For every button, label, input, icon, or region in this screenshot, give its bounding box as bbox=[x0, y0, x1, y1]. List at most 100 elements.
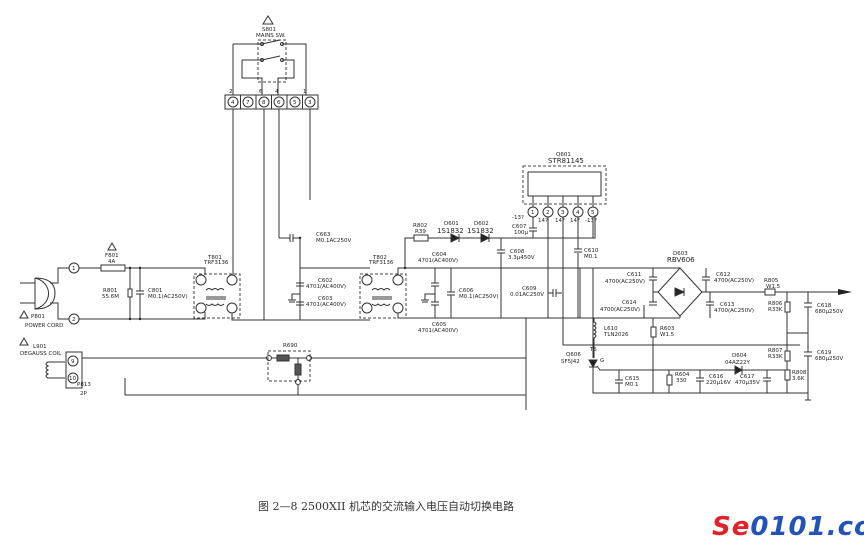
wire bbox=[288, 299, 296, 303]
power-cord-p801: 1 2 P801 POWER CORD bbox=[19, 262, 80, 329]
r807-value-label: R33K bbox=[768, 354, 783, 360]
wire bbox=[272, 357, 306, 395]
q606-pin_g-label: G bbox=[600, 358, 604, 364]
r603-value-label: W1.5 bbox=[660, 332, 675, 338]
wire bbox=[34, 277, 56, 310]
wire bbox=[260, 42, 264, 46]
c607-ref-label: C607 bbox=[512, 224, 527, 230]
c618-ref-label: C618 bbox=[817, 303, 832, 309]
c610-ref-label: C610 bbox=[584, 248, 599, 254]
capacitor-c607: C607 100μ bbox=[512, 217, 537, 238]
switch-ref-label: S801 bbox=[262, 27, 276, 33]
c613-ref-label: C613 bbox=[720, 302, 735, 308]
wire bbox=[242, 96, 254, 108]
c801-ref-label: C801 bbox=[148, 288, 162, 294]
input-plug_name-label: POWER CORD bbox=[25, 323, 63, 329]
wire bbox=[574, 248, 582, 253]
q601-pin_notes-4-label: -13? bbox=[585, 218, 597, 224]
transformer-t802: T802 TRF3136 bbox=[359, 255, 407, 319]
t801-value-label: TRF3136 bbox=[203, 260, 229, 266]
c605-ref-label: C605 bbox=[432, 322, 447, 328]
wire bbox=[231, 268, 300, 321]
wire bbox=[50, 267, 69, 320]
c618-value-label: 680μ250V bbox=[815, 309, 843, 315]
capacitor-c606: C606 M0.1(AC250V) bbox=[447, 268, 499, 318]
wire bbox=[527, 206, 539, 218]
degauss-conn_ref-label: P813 bbox=[77, 382, 91, 388]
wire bbox=[525, 289, 562, 410]
r801-value-label: 55.6M bbox=[102, 294, 119, 300]
wire bbox=[82, 357, 526, 396]
d604-ref-label: D604 bbox=[732, 353, 747, 359]
t802-ref-label: T802 bbox=[372, 255, 387, 261]
wire bbox=[579, 267, 680, 358]
capacitor-c610: C610 M0.1 bbox=[574, 248, 599, 260]
wire bbox=[294, 363, 302, 376]
c616-value-label: 220μ16V bbox=[706, 380, 731, 386]
r690-ref-label: R690 bbox=[283, 343, 298, 349]
c603-value-label: 4701(AC400V) bbox=[306, 302, 346, 308]
q601-value-label: STR81145 bbox=[548, 157, 584, 165]
switch-name-label: MAINS SW. bbox=[256, 33, 286, 39]
zener-d604: D604 04AZ22Y bbox=[725, 353, 751, 375]
r802-ref-label: R802 bbox=[413, 223, 427, 229]
c614-value-label: 4700(AC250V) bbox=[600, 307, 640, 313]
wire bbox=[371, 288, 392, 306]
wire bbox=[480, 233, 491, 243]
r801-ref-label: R801 bbox=[103, 288, 117, 294]
degauss-ref-label: L901 bbox=[33, 344, 47, 350]
wire bbox=[643, 268, 657, 318]
c604-value-label: 4701(AC400V) bbox=[418, 258, 458, 264]
r604-value-label: 330 bbox=[676, 378, 687, 384]
capacitor-c609: C609 0.01AC250V bbox=[510, 286, 562, 410]
wire bbox=[193, 273, 241, 319]
wire bbox=[232, 39, 307, 95]
wire bbox=[304, 96, 316, 108]
wire bbox=[226, 274, 238, 286]
wire bbox=[195, 302, 207, 314]
input-terminals-1-label: 2 bbox=[72, 317, 76, 323]
wire bbox=[266, 355, 272, 361]
q601-pins-1-label: 2 bbox=[546, 210, 550, 216]
r805-ref-label: R805 bbox=[764, 278, 779, 284]
switch-cells-3-label: 6 bbox=[277, 100, 281, 106]
wire bbox=[279, 234, 300, 242]
wire bbox=[136, 268, 144, 319]
switch-pins_top-3-label: 1 bbox=[303, 89, 307, 95]
q606-pin_t-label: T5 bbox=[589, 347, 597, 353]
bridge-d603: D603 RBV606 bbox=[653, 251, 760, 318]
c611-value-label: 4700(AC250V) bbox=[605, 279, 645, 285]
wire bbox=[592, 365, 808, 394]
r603-ref-label: R603 bbox=[660, 326, 675, 332]
mains-switch-s801: S801 MAINS SW. 2 6 4 1 4 7 8 6 5 3 bbox=[224, 15, 319, 110]
r806-value-label: R33K bbox=[768, 307, 783, 313]
wire bbox=[67, 372, 79, 384]
r802-value-label: R39 bbox=[415, 229, 426, 235]
wire bbox=[786, 292, 809, 400]
wire bbox=[295, 379, 301, 385]
wire bbox=[280, 58, 284, 62]
wire bbox=[258, 96, 270, 108]
q601-pin_notes-3-label: 14? bbox=[570, 218, 580, 224]
figure-caption: 图 2—8 2500XII 机芯的交流输入电压自动切换电路 bbox=[258, 499, 514, 513]
c615-ref-label: C615 bbox=[625, 376, 640, 382]
wire bbox=[784, 350, 791, 362]
r807-ref-label: R807 bbox=[768, 348, 783, 354]
wire bbox=[359, 273, 407, 319]
c619-value-label: 680μ250V bbox=[815, 356, 843, 362]
q601-pins-0-label: 1 bbox=[531, 210, 535, 216]
c617-value-label: 470μ35V bbox=[735, 380, 760, 386]
d603-value-label: RBV606 bbox=[667, 256, 695, 264]
wire bbox=[138, 266, 142, 270]
d602-ref-label: D602 bbox=[474, 221, 489, 227]
wire bbox=[413, 234, 429, 242]
capacitor-c602-c603: C602 4701(AC400V) C603 4701(AC400V) bbox=[288, 268, 346, 320]
l610-value-label: TLN2026 bbox=[603, 332, 629, 338]
thyristor-q606: Q606 SF5J42 T5 G bbox=[561, 347, 808, 394]
wire bbox=[734, 365, 744, 375]
switch-pins_top-2-label: 4 bbox=[275, 89, 279, 95]
wire bbox=[615, 370, 623, 393]
